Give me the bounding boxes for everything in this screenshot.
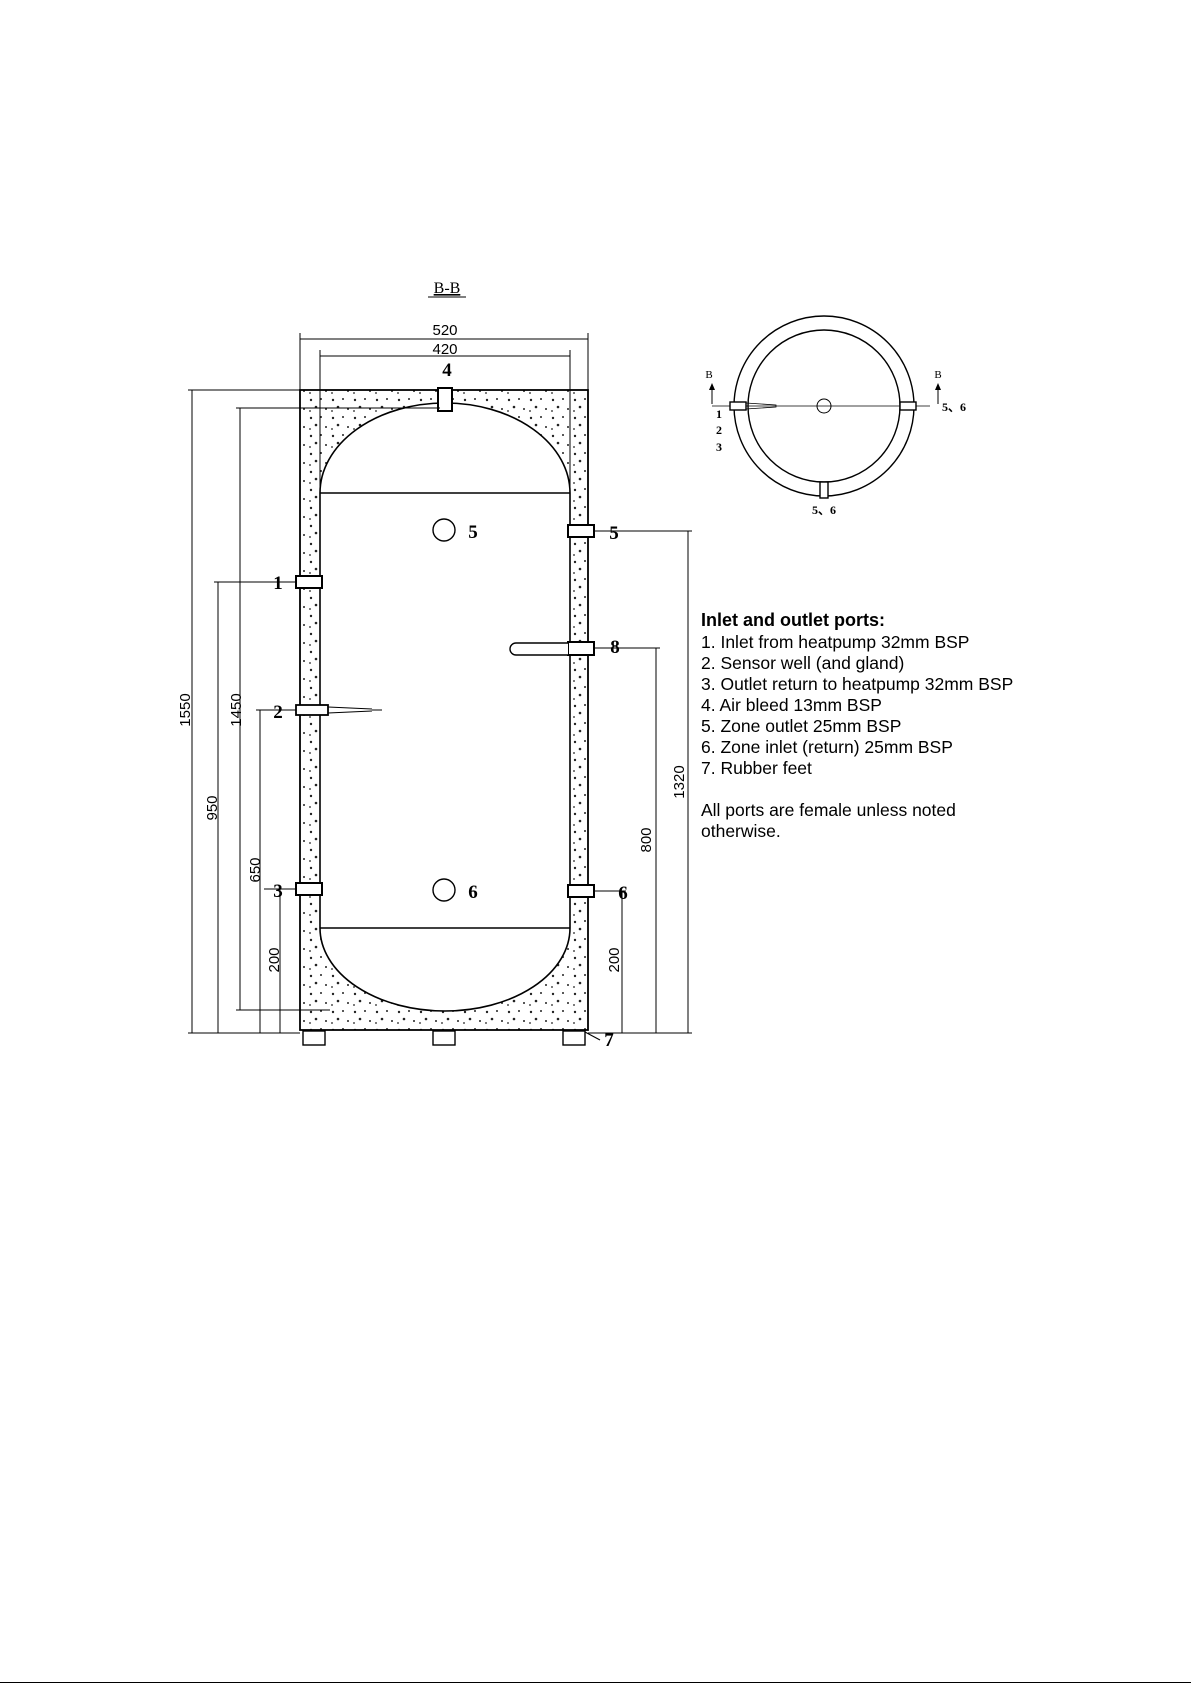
legend-item: 6. Zone inlet (return) 25mm BSP <box>701 737 953 757</box>
label-front-5: 5 <box>468 522 478 543</box>
port-4 <box>437 387 453 412</box>
legend-title: Inlet and outlet ports: <box>701 610 885 630</box>
plan-b-right: B <box>934 369 941 381</box>
legend-item: 7. Rubber feet <box>701 758 812 778</box>
label-port-1: 1 <box>273 573 283 594</box>
port-8 <box>567 641 595 656</box>
label-port-3: 3 <box>273 881 283 902</box>
plan-label-3: 3 <box>716 440 722 454</box>
dim-width <box>299 333 589 493</box>
port-2 <box>295 704 329 716</box>
plan-view: B B 1 2 3 5、6 5、6 <box>705 315 966 517</box>
dim-520: 520 <box>432 322 457 339</box>
label-port-2: 2 <box>273 702 283 723</box>
section-label: B-B <box>434 280 461 297</box>
dim-1550: 1550 <box>177 693 194 726</box>
front-port-5 <box>432 518 456 542</box>
port-1 <box>295 575 323 589</box>
legend-item: 2. Sensor well (and gland) <box>701 653 905 673</box>
plan-port-bottom <box>819 481 829 499</box>
dim-420: 420 <box>432 341 457 358</box>
legend-note: All ports are female unless noted otherw… <box>701 800 956 841</box>
legend-item: 5. Zone outlet 25mm BSP <box>701 716 902 736</box>
foot-left <box>302 1030 326 1046</box>
port-5-side <box>567 524 595 538</box>
section-view: B-B 4 1 2 3 5 6 <box>177 280 692 1051</box>
plan-label-right: 5、6 <box>942 400 966 414</box>
label-port-7: 7 <box>604 1030 614 1051</box>
label-port-4: 4 <box>442 360 452 381</box>
plan-port-left <box>729 401 747 411</box>
foot-right <box>562 1030 586 1046</box>
dim-650: 650 <box>247 857 264 882</box>
label-front-6: 6 <box>468 882 478 903</box>
foot-center <box>432 1030 456 1046</box>
dim-200-left: 200 <box>266 947 283 972</box>
port-3 <box>295 882 323 896</box>
dim-200-right: 200 <box>606 947 623 972</box>
legend-item: 3. Outlet return to heatpump 32mm BSP <box>701 674 1014 694</box>
front-port-6 <box>432 878 456 902</box>
plan-b-left: B <box>705 369 712 381</box>
dim-right <box>588 530 692 1034</box>
ports-legend: Inlet and outlet ports: 1. Inlet from he… <box>701 610 1101 842</box>
inner-vessel <box>319 402 571 1012</box>
dim-800: 800 <box>638 827 655 852</box>
dim-left <box>188 389 440 1034</box>
plan-label-bottom: 5、6 <box>812 503 836 517</box>
plan-label-2: 2 <box>716 423 722 437</box>
pocket-8 <box>509 642 568 656</box>
page-bottom-rule <box>0 1682 1191 1683</box>
plan-label-1: 1 <box>716 407 722 421</box>
dim-1450: 1450 <box>228 693 245 726</box>
legend-item: 1. Inlet from heatpump 32mm BSP <box>701 632 970 652</box>
label-port-5-side: 5 <box>609 523 619 544</box>
port-6-side <box>567 884 595 898</box>
label-port-6-side: 6 <box>618 883 628 904</box>
plan-port-right <box>899 401 917 411</box>
legend-item: 4. Air bleed 13mm BSP <box>701 695 882 715</box>
dim-950: 950 <box>204 795 221 820</box>
dim-1320: 1320 <box>671 765 688 798</box>
